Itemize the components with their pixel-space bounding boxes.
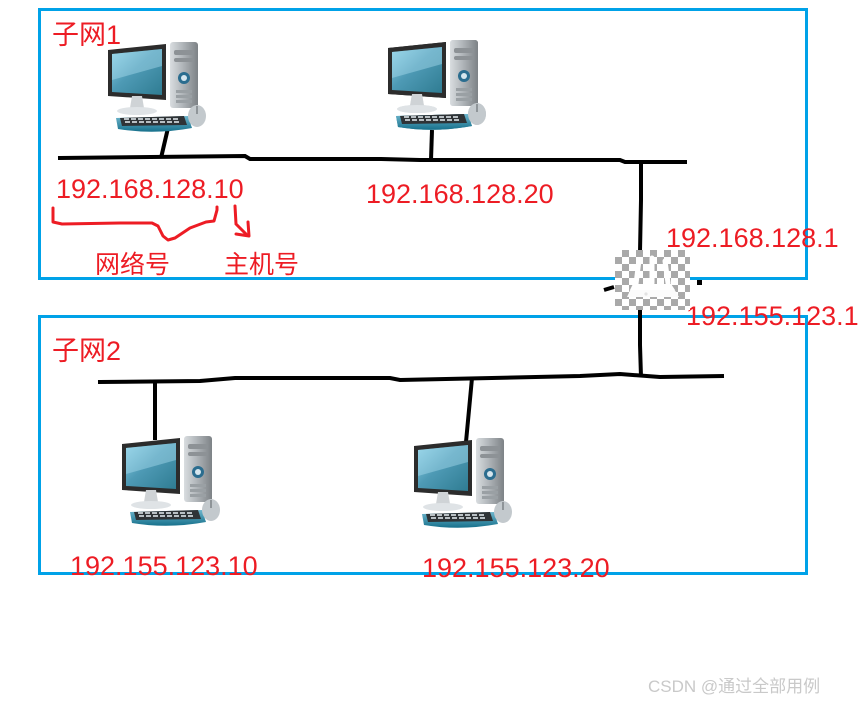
router-top-interface-ip-label: 192.168.128.1 bbox=[666, 223, 839, 253]
router-bottom-interface-ip-label: 192.155.123.1 bbox=[686, 301, 859, 331]
pc1-ip-label: 192.168.128.10 bbox=[56, 174, 244, 204]
subnet1-boundary bbox=[38, 8, 808, 280]
router-port-mark-right bbox=[697, 280, 702, 285]
network-id-label: 网络号 bbox=[95, 251, 171, 279]
wireless-router-icon bbox=[615, 250, 690, 310]
desktop-computer-icon bbox=[384, 34, 490, 139]
subnet2-boundary bbox=[38, 315, 808, 575]
desktop-computer-icon bbox=[414, 438, 512, 528]
pc2-ip-label: 192.168.128.20 bbox=[366, 179, 554, 209]
pc4-ip-label: 192.155.123.20 bbox=[422, 553, 610, 583]
pc3-ip-label: 192.155.123.10 bbox=[70, 551, 258, 581]
desktop-computer-icon bbox=[122, 436, 220, 526]
host-id-label: 主机号 bbox=[224, 251, 300, 279]
desktop-computer-icon bbox=[108, 42, 206, 132]
subnet1-label: 子网1 bbox=[52, 20, 122, 50]
csdn-watermark: CSDN @通过全部用例 bbox=[648, 677, 821, 696]
router-port-mark-left bbox=[603, 285, 615, 292]
subnet2-label: 子网2 bbox=[52, 336, 122, 366]
